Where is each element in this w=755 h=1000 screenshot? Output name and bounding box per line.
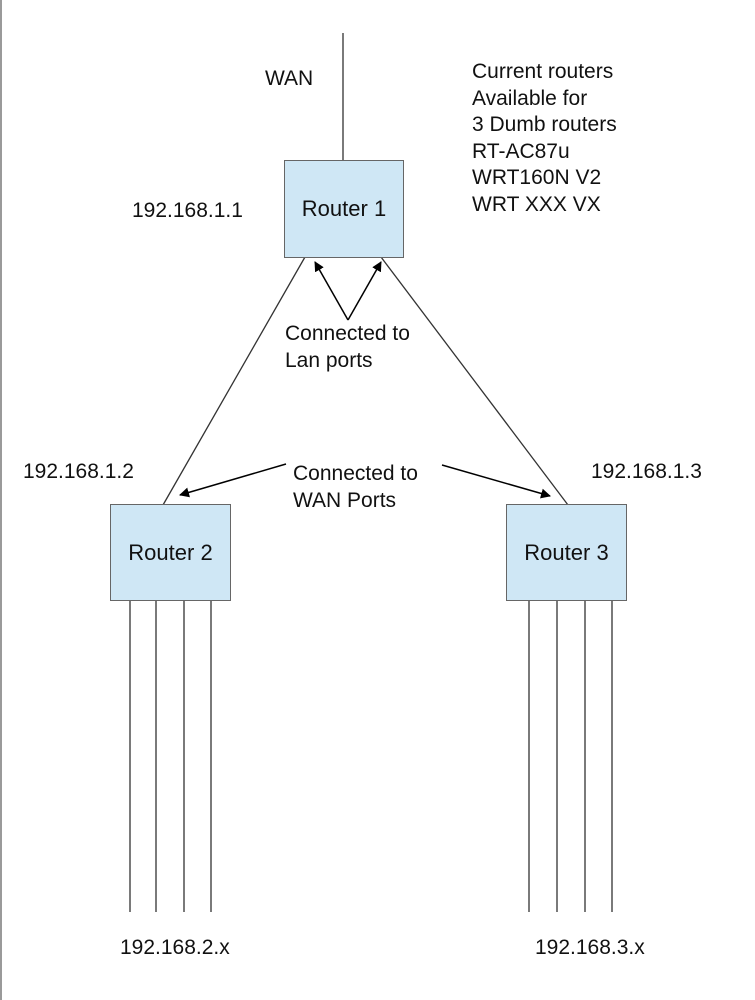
notes-line: Available for: [472, 86, 588, 110]
router-inventory-notes: Current routers Available for 3 Dumb rou…: [472, 59, 617, 218]
link-router1-router2: [162, 256, 306, 506]
notes-line: WRT XXX VX: [472, 192, 601, 216]
router-1-box: Router 1: [284, 160, 404, 258]
wan-annotation-line-1: Connected to: [293, 462, 418, 485]
router-2-ip: 192.168.1.2: [23, 460, 134, 483]
router-1-label: Router 1: [301, 196, 387, 221]
router-2-subnet: 192.168.2.x: [120, 936, 230, 959]
notes-line: WRT160N V2: [472, 166, 602, 189]
notes-line: 3 Dumb routers: [472, 113, 617, 136]
router-3-subnet: 192.168.3.x: [535, 936, 645, 959]
lan-annotation-line-1: Connected to: [285, 322, 410, 345]
link-router1-router3: [380, 256, 569, 506]
router-3-label: Router 3: [524, 539, 609, 565]
router-2-label: Router 2: [128, 539, 213, 565]
router-2-box: Router 2: [110, 504, 231, 601]
lan-annotation-line-2: Lan ports: [285, 349, 373, 372]
router-3-box: Router 3: [506, 504, 627, 601]
notes-line: Current routers: [472, 60, 614, 83]
notes-line: RT-AC87u: [472, 139, 570, 163]
lan-arrow-left: [314, 261, 349, 321]
wan-arrow-right: [441, 464, 551, 499]
router-1-ip: 192.168.1.1: [132, 199, 243, 222]
left-frame-border: [0, 0, 2, 1000]
router-3-ip: 192.168.1.3: [591, 460, 702, 483]
wan-label: WAN: [265, 67, 314, 90]
wan-arrow-left: [179, 463, 287, 498]
wan-annotation-line-2: WAN Ports: [293, 489, 397, 512]
lan-arrow-right: [347, 261, 382, 321]
